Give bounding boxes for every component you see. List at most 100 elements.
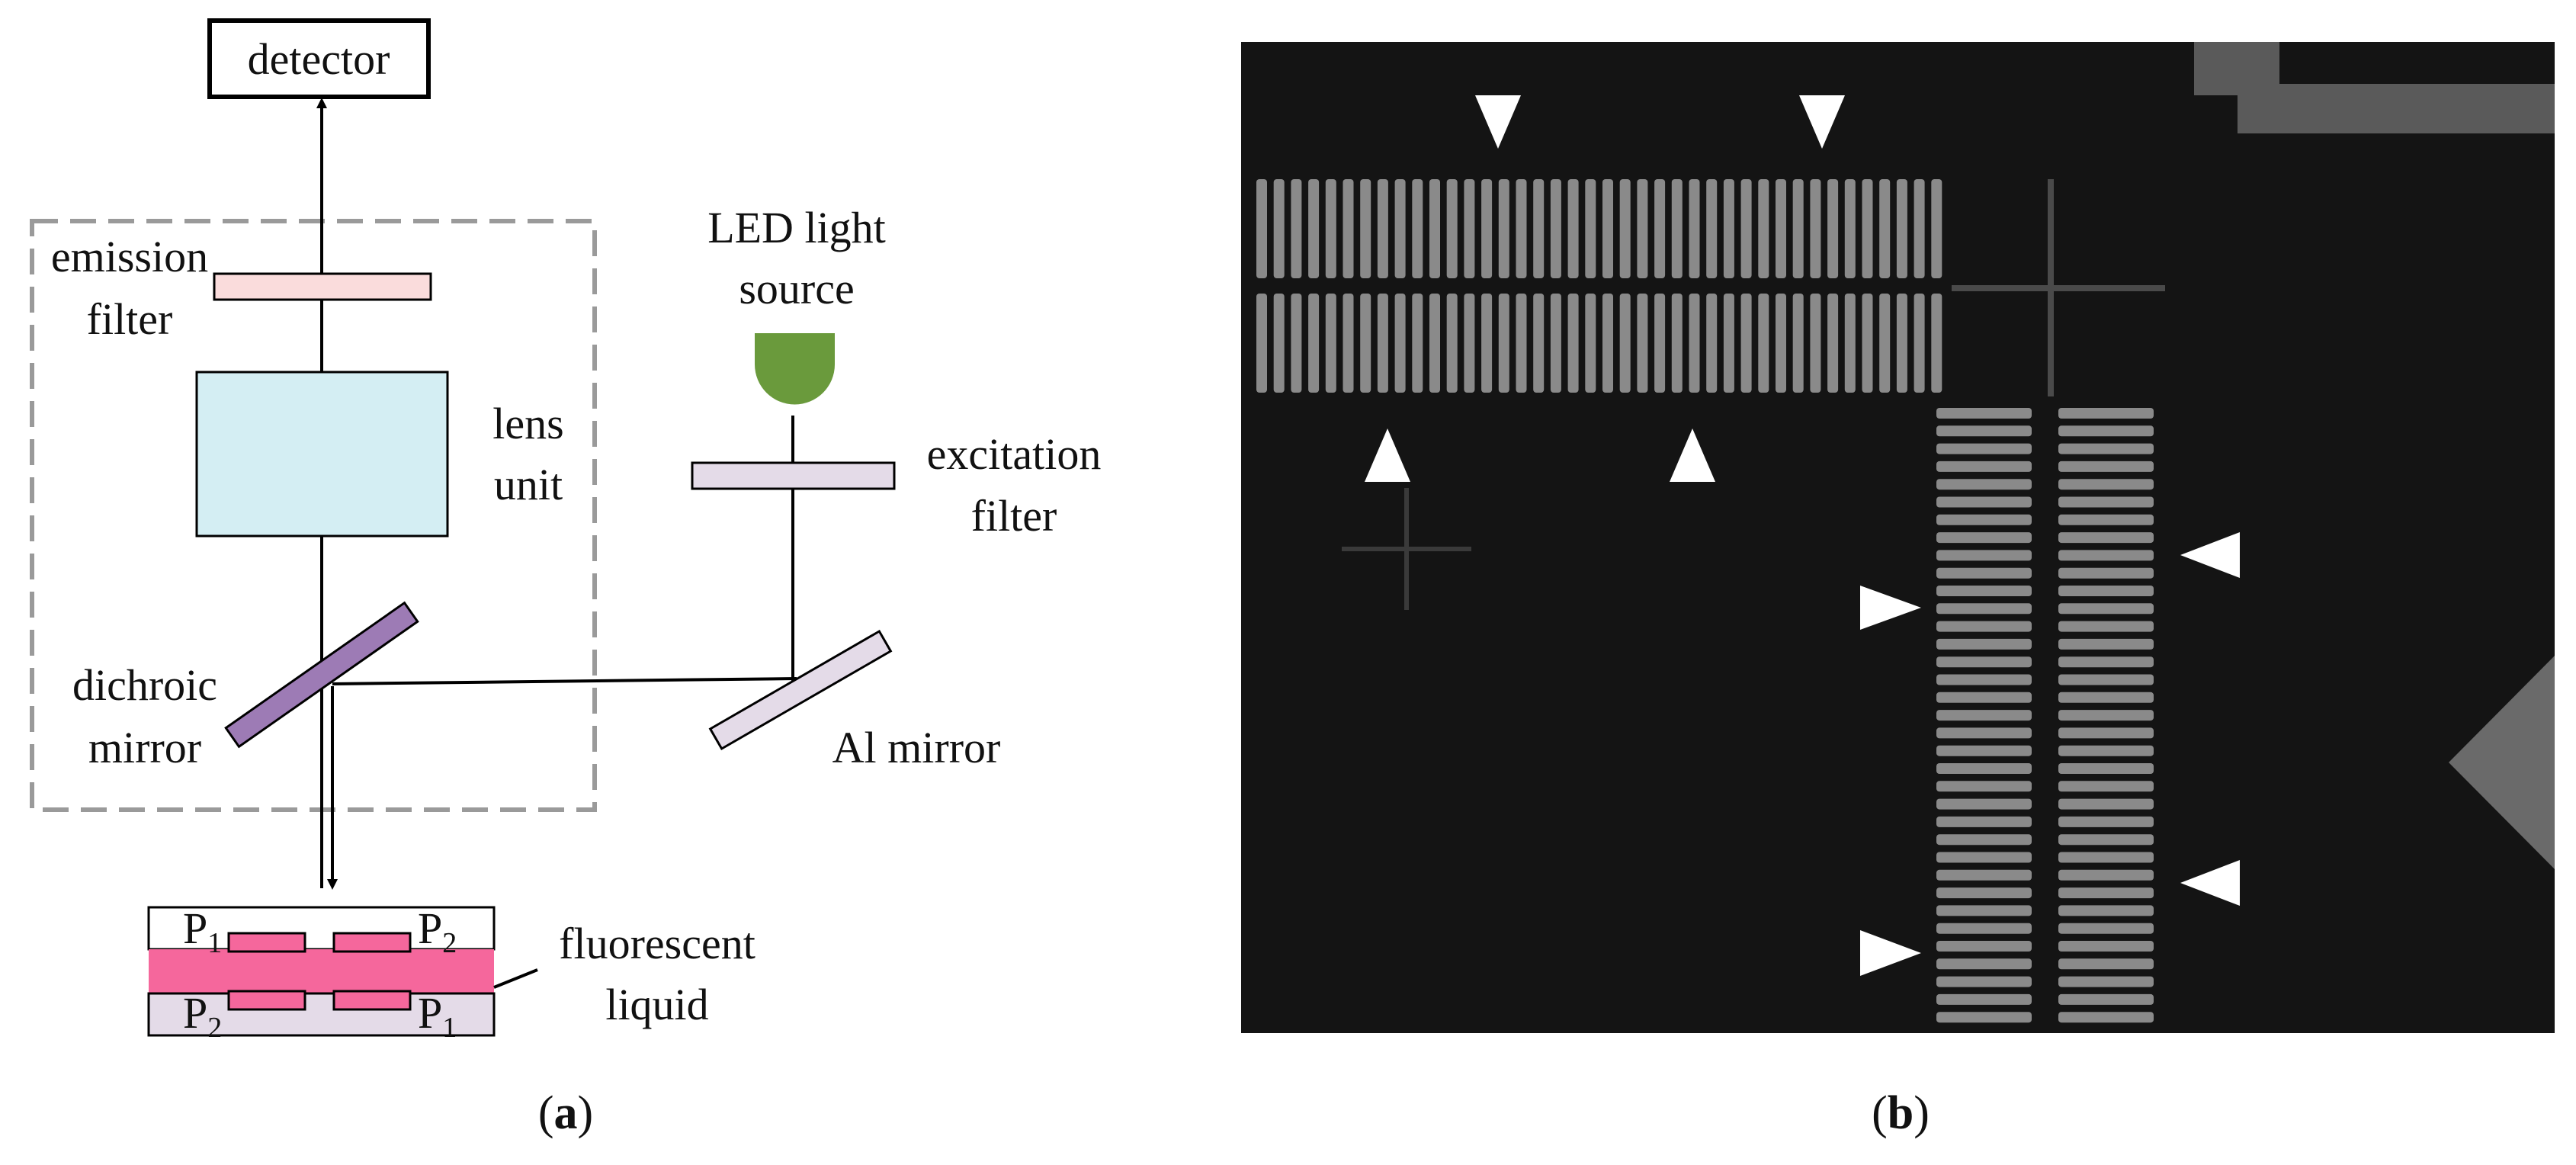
resolution-bar (1936, 834, 2032, 846)
lens-unit-label-line1: lens (492, 399, 563, 448)
resolution-bar (2058, 656, 2154, 668)
arrowhead-down-1 (1475, 95, 1521, 149)
resolution-bar (2058, 443, 2154, 454)
resolution-bar (1936, 958, 2032, 970)
resolution-bar (2058, 976, 2154, 987)
micrograph-frame-inner (2279, 42, 2555, 84)
resolution-bar (2058, 692, 2154, 703)
fluorescent-label-line2: liquid (605, 980, 708, 1029)
resolution-bar (1394, 294, 1406, 393)
arrowheads (1365, 95, 2240, 976)
resolution-bar (2058, 727, 2154, 739)
resolution-bar (1498, 179, 1509, 278)
resolution-bar (1936, 1012, 2032, 1023)
resolution-bar (1936, 461, 2032, 472)
resolution-bar (1446, 294, 1458, 393)
detector-box (207, 18, 431, 99)
resolution-bar (2058, 834, 2154, 846)
resolution-bar (1758, 179, 1769, 278)
resolution-bar (2058, 425, 2154, 437)
resolution-bar (2058, 941, 2154, 952)
resolution-bar (1602, 179, 1613, 278)
horizontal-bars-bottom (1256, 294, 1942, 393)
resolution-bar (1936, 993, 2032, 1005)
resolution-bar (1567, 179, 1579, 278)
resolution-bar (1377, 179, 1388, 278)
resolution-bar (1931, 179, 1942, 278)
crosshair-right (1952, 179, 2165, 396)
resolution-bar (2058, 887, 2154, 899)
fluorescent-label-line1: fluorescent (559, 919, 755, 968)
resolution-bar (1862, 294, 1873, 393)
resolution-bar (1464, 179, 1475, 278)
resolution-bar (1936, 941, 2032, 952)
resolution-bar (1377, 294, 1388, 393)
resolution-bar (1273, 179, 1285, 278)
resolution-bar (1706, 294, 1718, 393)
resolution-bar (1360, 179, 1371, 278)
resolution-bar (1810, 179, 1821, 278)
resolution-bar (1810, 294, 1821, 393)
resolution-bar (1706, 179, 1718, 278)
resolution-bar (2058, 763, 2154, 774)
resolution-bar (1654, 294, 1666, 393)
resolution-bar (1291, 179, 1302, 278)
resolution-bar (2058, 781, 2154, 792)
resolution-bar (1936, 816, 2032, 827)
resolution-bar (1914, 179, 1925, 278)
pattern-label-bottom-left: P2 (183, 988, 222, 1044)
resolution-bar (1936, 567, 2032, 579)
resolution-bar (1291, 294, 1302, 393)
resolution-bar (1879, 179, 1891, 278)
resolution-bar (2058, 550, 2154, 561)
resolution-bar (1671, 294, 1683, 393)
led-label-line1: LED light (707, 203, 886, 252)
resolution-bar (2058, 674, 2154, 685)
resolution-bar (1936, 887, 2032, 899)
resolution-bar (1936, 798, 2032, 810)
resolution-bar (1896, 179, 1907, 278)
resolution-bar (1936, 479, 2032, 490)
resolution-bar (1723, 179, 1734, 278)
resolution-bar (1325, 294, 1336, 393)
excitation-filter-label-line1: excitation (927, 429, 1102, 479)
resolution-bar (1360, 294, 1371, 393)
resolution-bar (2058, 869, 2154, 881)
panel-b-label: (b) (1872, 1087, 1930, 1139)
resolution-bar (1723, 294, 1734, 393)
resolution-bar (1343, 179, 1354, 278)
resolution-bar (1498, 294, 1509, 393)
resolution-bar (1936, 852, 2032, 863)
horizontal-bars-top (1256, 179, 1942, 278)
resolution-bar (1936, 638, 2032, 650)
resolution-bar (2058, 816, 2154, 827)
emission-filter (213, 272, 432, 301)
resolution-bar (1394, 179, 1406, 278)
pattern-top-right (332, 932, 412, 953)
resolution-bar (2058, 603, 2154, 615)
resolution-bar (2058, 923, 2154, 934)
resolution-bar (1936, 869, 2032, 881)
resolution-bar (1516, 179, 1527, 278)
arrowhead-right-1 (1860, 586, 1921, 630)
pattern-label-top-left: P1 (183, 903, 222, 959)
resolution-bar (1936, 923, 2032, 934)
resolution-bar (1619, 179, 1631, 278)
resolution-bar (1936, 532, 2032, 544)
pattern-bottom-right (332, 990, 412, 1011)
dichroic-label-line2: mirror (88, 723, 201, 772)
resolution-bar (1936, 550, 2032, 561)
resolution-bar (1776, 294, 1786, 393)
resolution-bar (1914, 294, 1925, 393)
resolution-bar (2058, 958, 2154, 970)
resolution-bar (1936, 514, 2032, 525)
resolution-bar (1936, 586, 2032, 596)
lens-unit-label-line2: unit (494, 460, 563, 509)
resolution-bar (2058, 479, 2154, 490)
resolution-bar (2058, 745, 2154, 756)
resolution-bar (1936, 905, 2032, 916)
led-label-line2: source (739, 264, 854, 313)
resolution-bar (1896, 294, 1907, 393)
resolution-bar (1792, 179, 1804, 278)
panel-a: detector emission filter lens unit LED l… (30, 18, 1102, 1139)
